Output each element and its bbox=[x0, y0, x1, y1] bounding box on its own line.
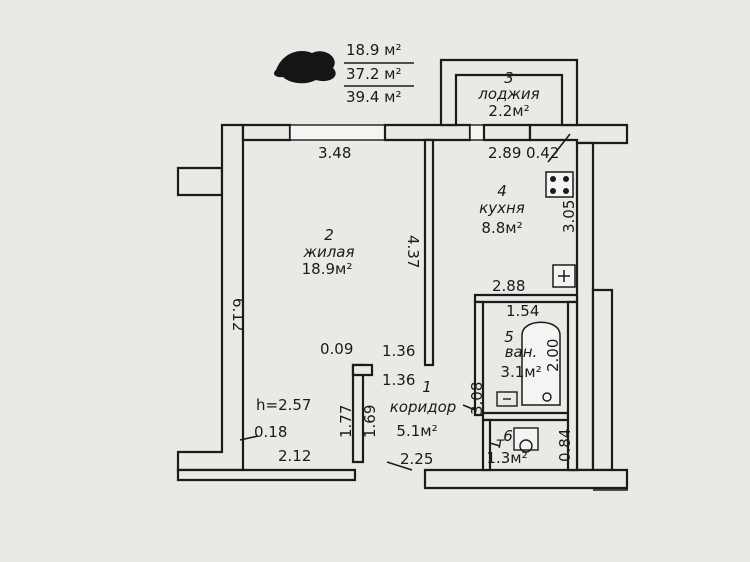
room-6-area: 1.3м² bbox=[486, 449, 527, 467]
dim-hall-top: 1.36 bbox=[382, 342, 415, 360]
room-2-area: 18.9м² bbox=[302, 260, 353, 278]
interior-walls bbox=[351, 138, 579, 472]
room-4-number: 4 bbox=[497, 182, 507, 200]
dim-kitchen-width: 2.89 bbox=[488, 144, 521, 162]
dim-bath-height: 2.00 bbox=[544, 339, 562, 372]
kitchen-sink-icon bbox=[552, 264, 576, 288]
room-1-area: 5.1м² bbox=[396, 422, 437, 440]
dim-bottom-corridor: 2.25 bbox=[400, 450, 433, 468]
room-6-number: 6 bbox=[503, 427, 513, 445]
dim-living-height: 6.12 bbox=[229, 298, 247, 331]
dim-hall-mid: 1.36 bbox=[382, 371, 415, 389]
dim-living-width: 3.48 bbox=[318, 144, 351, 162]
dim-kitchen-height: 3.05 bbox=[560, 200, 578, 233]
room-2-number: 2 bbox=[324, 226, 334, 244]
header-living-area: 18.9 м² bbox=[346, 41, 402, 59]
dim-bath-width: 1.54 bbox=[506, 302, 539, 320]
room-3-name: лоджия bbox=[477, 85, 539, 103]
room-5-area: 3.1м² bbox=[500, 363, 541, 381]
dim-kitchen-bottom: 2.88 bbox=[492, 277, 525, 295]
dim-left-low: 1.77 bbox=[337, 405, 355, 438]
bathtub-icon bbox=[521, 321, 561, 406]
dim-wall-gap: 0.09 bbox=[320, 340, 353, 358]
kitchen-diagonal-wall bbox=[547, 133, 571, 163]
ink-blot bbox=[274, 51, 336, 84]
dim-kitchen-side: 0.42 bbox=[526, 144, 559, 162]
room-1-name: коридор bbox=[390, 398, 457, 416]
room-5-name: ван. bbox=[505, 343, 538, 361]
toilet-icon bbox=[513, 427, 539, 453]
door-markers bbox=[239, 404, 501, 471]
room-3-number: 3 bbox=[504, 69, 514, 87]
room-2-name: жилая bbox=[302, 243, 354, 261]
header-total-area: 39.4 м² bbox=[346, 88, 402, 106]
dim-mid-low: 1.69 bbox=[361, 405, 379, 438]
stove-icon bbox=[545, 171, 574, 198]
room-5-number: 5 bbox=[504, 328, 514, 346]
header-total-living-area: 37.2 м² bbox=[346, 65, 402, 83]
washbasin-icon bbox=[496, 391, 518, 407]
room-3-area: 2.2м² bbox=[488, 102, 529, 120]
room-6-name: т bbox=[496, 434, 506, 452]
dim-corner-small: 0.18 bbox=[254, 423, 287, 441]
loggia-walls bbox=[439, 58, 579, 127]
dim-wc-height: 0.84 bbox=[556, 429, 574, 462]
room-1-number: 1 bbox=[422, 378, 432, 396]
ceiling-height: h=2.57 bbox=[256, 396, 311, 414]
room-4-area: 8.8м² bbox=[481, 219, 522, 237]
dim-hall-height: 3.08 bbox=[468, 382, 486, 415]
dim-living-partition: 4.37 bbox=[404, 235, 422, 268]
room-4-name: кухня bbox=[479, 199, 525, 217]
exterior-walls bbox=[176, 123, 629, 491]
dim-bottom-left: 2.12 bbox=[278, 447, 311, 465]
